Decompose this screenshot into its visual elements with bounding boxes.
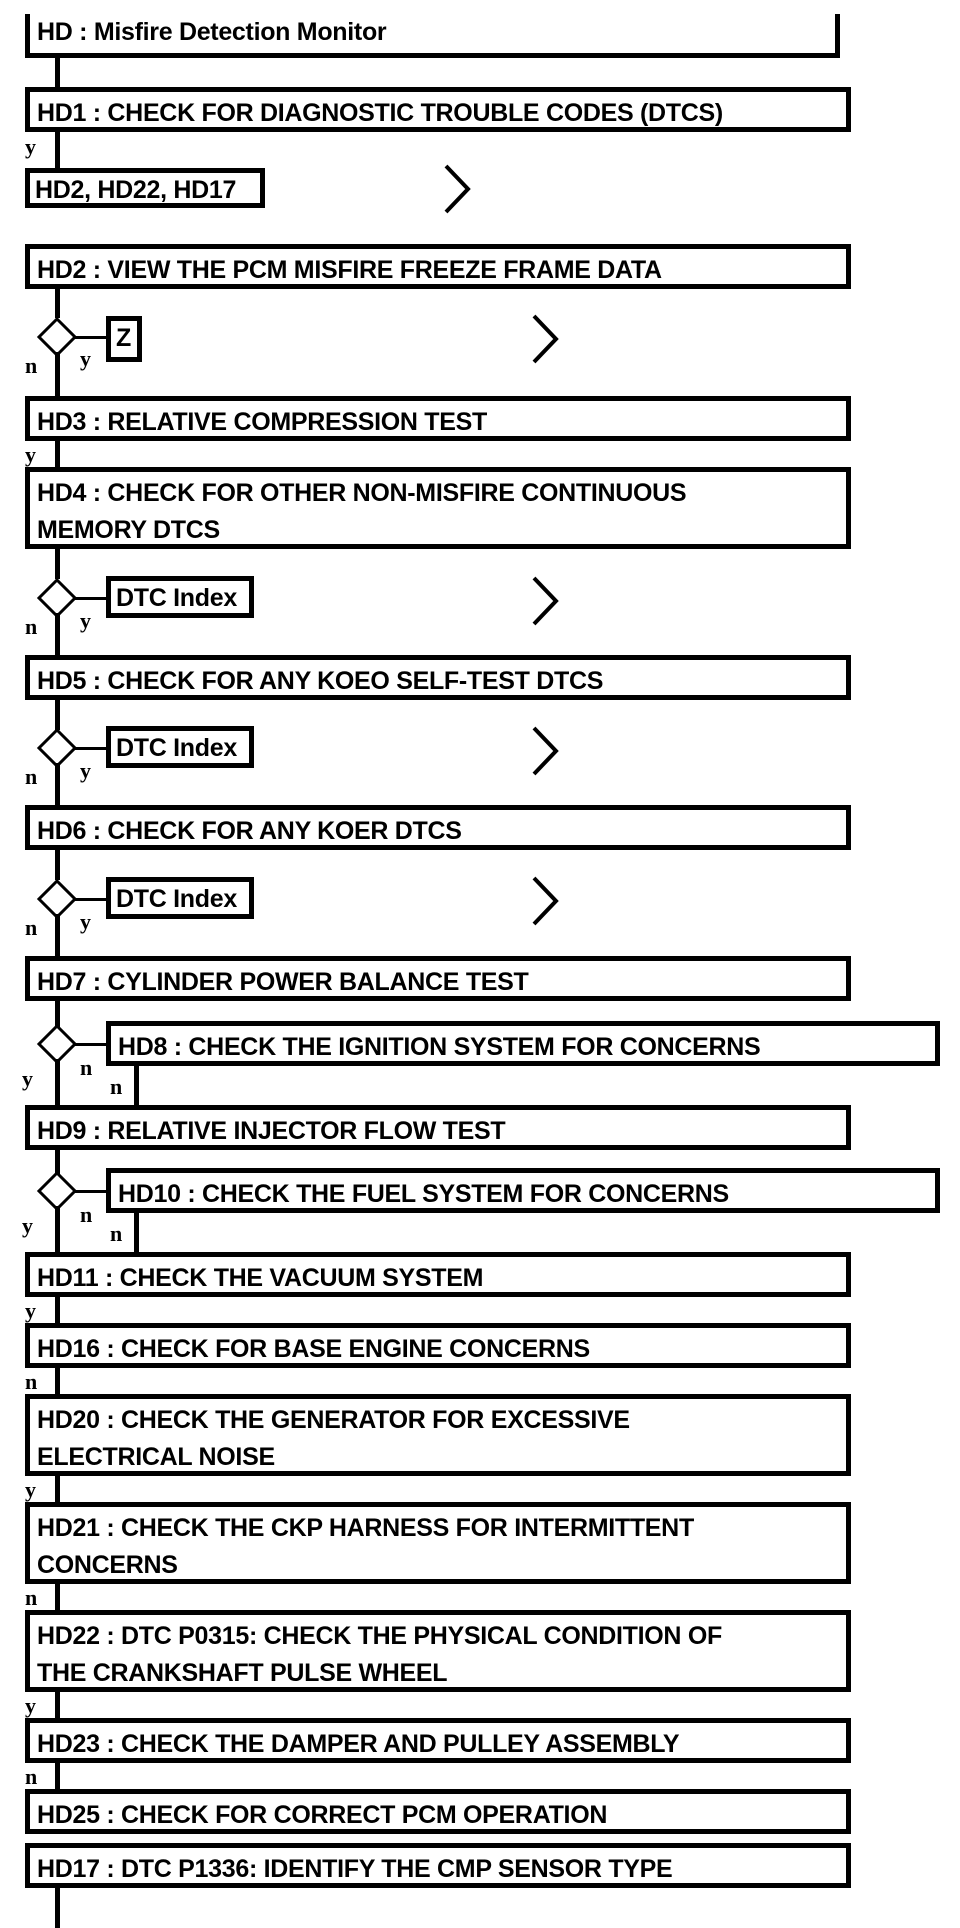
branch-label-hd22-yes: y bbox=[25, 1693, 36, 1718]
node-hd11: HD11 : CHECK THE VACUUM SYSTEM bbox=[25, 1252, 851, 1297]
node-hd23: HD23 : CHECK THE DAMPER AND PULLEY ASSEM… bbox=[25, 1718, 851, 1763]
connector-d3-yes bbox=[74, 747, 108, 750]
node-hd7: HD7 : CYLINDER POWER BALANCE TEST bbox=[25, 956, 851, 1001]
connector-d6-yes-down bbox=[55, 1206, 60, 1254]
node-hd17: HD17 : DTC P1336: IDENTIFY THE CMP SENSO… bbox=[25, 1843, 851, 1888]
connector-d4-no bbox=[55, 914, 60, 958]
connector-hd5-to-d3 bbox=[55, 700, 60, 730]
connector-hd9-to-d6 bbox=[55, 1150, 60, 1175]
branch-label-hd21-no: n bbox=[25, 1585, 38, 1610]
branch-label-d1-no: n bbox=[25, 353, 38, 378]
connector-d5-yes-down bbox=[55, 1059, 60, 1107]
connector-hd3-to-hd4 bbox=[55, 441, 60, 469]
connector-hd20-to-hd21 bbox=[55, 1476, 60, 1504]
node-hd10: HD10 : CHECK THE FUEL SYSTEM FOR CONCERN… bbox=[106, 1168, 940, 1213]
branch-label-d3-yes: y bbox=[80, 758, 91, 783]
connector-d2-no bbox=[55, 613, 60, 657]
branch-label-hd1-yes: y bbox=[25, 134, 36, 159]
node-hd3: HD3 : RELATIVE COMPRESSION TEST bbox=[25, 396, 851, 441]
branch-label-d1-yes: y bbox=[80, 346, 91, 371]
goto-chevron-icon-2 bbox=[528, 310, 562, 368]
node-hd4: HD4 : CHECK FOR OTHER NON-MISFIRE CONTIN… bbox=[25, 467, 851, 549]
branch-label-hd11-yes: y bbox=[25, 1298, 36, 1323]
branch-label-d5-no: n bbox=[80, 1055, 93, 1080]
goto-chevron-icon-1 bbox=[440, 160, 474, 218]
connector-d5-no-to-hd8 bbox=[74, 1043, 110, 1046]
node-hd16: HD16 : CHECK FOR BASE ENGINE CONCERNS bbox=[25, 1323, 851, 1368]
branch-label-hd16-no: n bbox=[25, 1369, 38, 1394]
connector-hd16-to-hd20 bbox=[55, 1368, 60, 1396]
node-hd2: HD2 : VIEW THE PCM MISFIRE FREEZE FRAME … bbox=[25, 244, 851, 289]
node-hd6: HD6 : CHECK FOR ANY KOER DTCS bbox=[25, 805, 851, 850]
branch-label-hd23-no: n bbox=[25, 1764, 38, 1789]
connector-hd7-to-d5 bbox=[55, 1001, 60, 1027]
node-hd25: HD25 : CHECK FOR CORRECT PCM OPERATION bbox=[25, 1789, 851, 1834]
connector-d1-yes bbox=[74, 336, 108, 339]
branch-label-d4-yes: y bbox=[80, 909, 91, 934]
connector-hd10-no-down bbox=[134, 1213, 139, 1254]
connector-hd6-to-d4 bbox=[55, 850, 60, 880]
goto-chevron-icon-3 bbox=[528, 572, 562, 630]
connector-hd8-no-down bbox=[134, 1066, 139, 1107]
connector-hd1-to-hd2ref bbox=[55, 132, 60, 174]
goto-chevron-icon-5 bbox=[528, 872, 562, 930]
node-z-ref: Z bbox=[106, 316, 142, 362]
node-hd8: HD8 : CHECK THE IGNITION SYSTEM FOR CONC… bbox=[106, 1021, 940, 1066]
node-dtc-index-1: DTC Index bbox=[106, 576, 254, 618]
branch-label-d4-no: n bbox=[25, 915, 38, 940]
node-dtc-index-2: DTC Index bbox=[106, 726, 254, 768]
connector-hd21-to-hd22 bbox=[55, 1584, 60, 1612]
connector-d4-yes bbox=[74, 898, 108, 901]
branch-label-hd8-no: n bbox=[110, 1074, 123, 1099]
connector-hd11-to-hd16 bbox=[55, 1297, 60, 1325]
connector-hd17-down bbox=[55, 1888, 60, 1928]
goto-chevron-icon-4 bbox=[528, 722, 562, 780]
branch-label-d6-no: n bbox=[80, 1202, 93, 1227]
connector-hd23-to-hd25 bbox=[55, 1763, 60, 1791]
branch-label-hd10-no: n bbox=[110, 1221, 123, 1246]
connector-d6-no-to-hd10 bbox=[74, 1190, 110, 1193]
node-hd2-ref: HD2, HD22, HD17 bbox=[25, 168, 265, 208]
branch-label-d2-no: n bbox=[25, 614, 38, 639]
connector-d3-no bbox=[55, 763, 60, 807]
connector-hd22-to-hd23 bbox=[55, 1692, 60, 1720]
branch-label-d5-yes: y bbox=[22, 1066, 33, 1091]
branch-label-d2-yes: y bbox=[80, 608, 91, 633]
connector-d2-yes bbox=[74, 597, 108, 600]
branch-label-hd3-yes: y bbox=[25, 442, 36, 467]
connector-hd4-to-d2 bbox=[55, 549, 60, 579]
branch-label-hd20-yes: y bbox=[25, 1477, 36, 1502]
node-hd20: HD20 : CHECK THE GENERATOR FOR EXCESSIVE… bbox=[25, 1394, 851, 1476]
node-hd5: HD5 : CHECK FOR ANY KOEO SELF-TEST DTCS bbox=[25, 655, 851, 700]
connector-title-to-hd1 bbox=[55, 58, 60, 87]
node-hd21: HD21 : CHECK THE CKP HARNESS FOR INTERMI… bbox=[25, 1502, 851, 1584]
node-dtc-index-3: DTC Index bbox=[106, 877, 254, 919]
branch-label-d3-no: n bbox=[25, 764, 38, 789]
node-hd1: HD1 : CHECK FOR DIAGNOSTIC TROUBLE CODES… bbox=[25, 87, 851, 132]
node-title: HD : Misfire Detection Monitor bbox=[25, 14, 840, 58]
connector-d1-no bbox=[55, 352, 60, 398]
node-hd9: HD9 : RELATIVE INJECTOR FLOW TEST bbox=[25, 1105, 851, 1150]
branch-label-d6-yes: y bbox=[22, 1213, 33, 1238]
node-hd22: HD22 : DTC P0315: CHECK THE PHYSICAL CON… bbox=[25, 1610, 851, 1692]
connector-hd2-to-d1 bbox=[55, 289, 60, 318]
